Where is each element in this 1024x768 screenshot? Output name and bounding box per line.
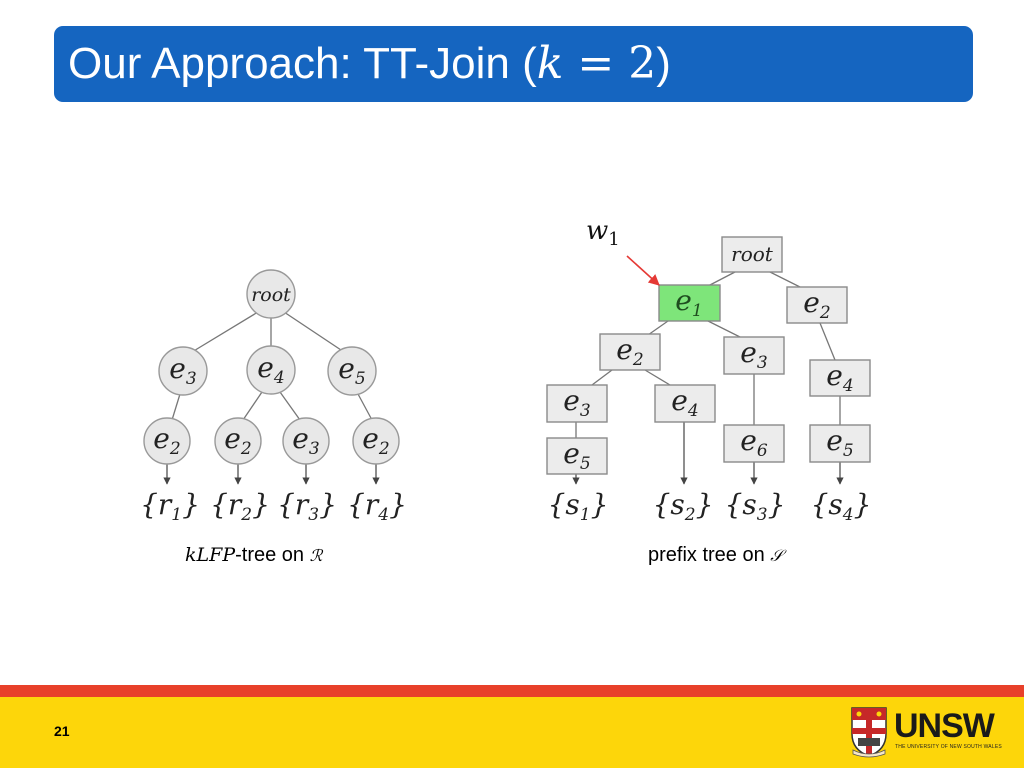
prefix-tree-edges xyxy=(575,271,841,438)
caption-klfp-set: ℛ xyxy=(309,546,323,565)
unsw-crest-icon xyxy=(851,707,887,758)
klfp-node-e2-c xyxy=(352,417,400,465)
prefix-leaf-s3: {s3} xyxy=(725,488,786,525)
caption-prefix-set: 𝒮 xyxy=(770,546,783,565)
prefix-node-e2 xyxy=(599,333,661,371)
prefix-node-e3-left xyxy=(546,384,608,423)
prefix-label-e2: e2 xyxy=(616,333,643,370)
unsw-subtitle: THE UNIVERSITY OF NEW SOUTH WALES xyxy=(895,744,1002,750)
title-op: = xyxy=(563,38,629,89)
prefix-tree-caption: prefix tree on 𝒮 xyxy=(648,543,783,568)
klfp-leaf-r3: {r3} xyxy=(277,488,337,525)
prefix-node-e3-mid xyxy=(723,336,785,375)
prefix-label-e3-left: e3 xyxy=(563,384,590,421)
pointer-label-w1: w1 xyxy=(586,216,620,250)
slide-title: Our Approach: TT-Join (k = 2) xyxy=(68,36,671,92)
prefix-node-e4-mid xyxy=(654,384,716,423)
klfp-leaf-r1: {r1} xyxy=(140,488,200,525)
klfp-node-e5 xyxy=(327,346,377,396)
klfp-node-e2-b xyxy=(214,417,262,465)
prefix-node-e4-right xyxy=(809,359,871,397)
title-var: k xyxy=(536,38,564,89)
title-text: Our Approach: TT-Join ( xyxy=(68,39,537,88)
prefix-node-e2-top xyxy=(786,286,848,324)
prefix-root-label: root xyxy=(731,242,774,266)
prefix-root-node xyxy=(721,236,783,273)
prefix-node-e5-left xyxy=(546,437,608,475)
prefix-leaf-s1: {s1} xyxy=(548,488,609,525)
klfp-leaf-arrows xyxy=(163,463,380,485)
klfp-root-label: root xyxy=(251,284,291,306)
caption-prefix-text: prefix tree on xyxy=(648,544,771,566)
caption-klfp-text: -tree on xyxy=(235,544,310,566)
klfp-node-e3-b xyxy=(282,417,330,465)
klfp-label-e3-b: e3 xyxy=(292,422,319,459)
title-close: ) xyxy=(656,39,671,88)
title-bar: Our Approach: TT-Join (k = 2) xyxy=(54,26,973,102)
prefix-node-e6 xyxy=(723,424,785,463)
prefix-leaf-arrows xyxy=(572,422,844,485)
title-num: 2 xyxy=(628,38,657,89)
klfp-leaf-r2: {r2} xyxy=(210,488,270,525)
prefix-node-e5-right xyxy=(809,424,871,463)
klfp-leaf-r4: {r4} xyxy=(347,488,407,525)
klfp-node-e4 xyxy=(246,345,296,395)
unsw-wordmark: UNSW xyxy=(894,707,995,745)
footer-red-stripe xyxy=(0,685,1024,697)
klfp-node-e3 xyxy=(158,346,208,396)
pointer-arrow xyxy=(626,255,660,286)
prefix-node-e1 xyxy=(658,284,721,322)
prefix-leaf-s4: {s4} xyxy=(811,488,872,525)
klfp-tree-caption: kLFP-tree on ℛ xyxy=(185,543,322,568)
klfp-tree xyxy=(171,311,373,421)
unsw-logo: UNSW THE UNIVERSITY OF NEW SOUTH WALES xyxy=(850,706,1002,758)
caption-klfp-math: kLFP xyxy=(185,544,236,566)
klfp-node-e2-a xyxy=(143,417,191,465)
prefix-leaf-s2: {s2} xyxy=(653,488,714,525)
klfp-root-node xyxy=(246,269,296,319)
page-number: 21 xyxy=(54,723,70,739)
